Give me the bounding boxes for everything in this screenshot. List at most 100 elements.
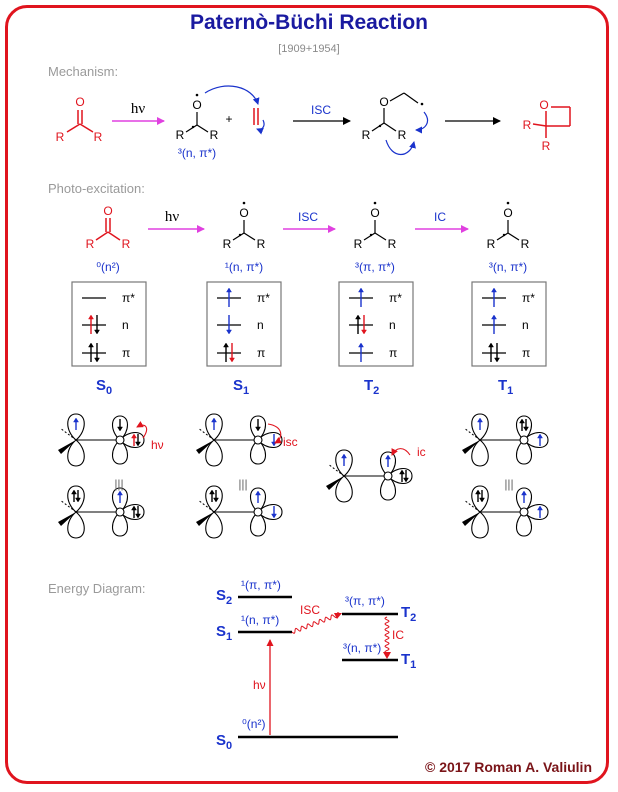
mo-boxes: π*nππ*nππ*nππ*nπ bbox=[71, 281, 547, 367]
wedge-bond bbox=[326, 476, 344, 490]
mechanism-biradical-dot-c bbox=[420, 102, 424, 106]
energy-ic-label: IC bbox=[392, 628, 404, 642]
oxygen-atom bbox=[519, 435, 529, 445]
reaction-years: [1909+1954] bbox=[278, 43, 340, 55]
page-title: Paternò-Büchi Reaction bbox=[189, 11, 429, 34]
mechanism-ketone-r-left: R bbox=[56, 130, 65, 144]
mechanism-biradical-oxygen: O bbox=[379, 95, 388, 109]
orbital-sketch-s0-bottom bbox=[58, 485, 145, 539]
spin-down-arrow bbox=[523, 419, 529, 432]
hashed-bond bbox=[463, 499, 481, 513]
orbital-lobe bbox=[335, 475, 353, 503]
electron-up-arrow bbox=[88, 314, 94, 334]
photo-s1-oxygen: O bbox=[239, 206, 248, 220]
photo-t1-r-right: R bbox=[521, 237, 530, 251]
photo-ketone-s0 bbox=[95, 218, 121, 241]
photo-t1-dot-o bbox=[506, 201, 510, 205]
spin-down-arrow bbox=[213, 490, 219, 503]
copyright-text: © 2017 Roman A. Valiulin bbox=[425, 759, 592, 775]
mo-label-pi: π bbox=[522, 346, 530, 360]
spin-up-arrow bbox=[255, 490, 261, 503]
photo-t2-r-left: R bbox=[354, 237, 363, 251]
energy-name-t2: T2 bbox=[401, 604, 416, 624]
spin-up-arrow bbox=[399, 469, 405, 482]
photo-s1-r-left: R bbox=[223, 237, 232, 251]
equiv-sign-s1: ||| bbox=[238, 477, 247, 491]
wedge-bond bbox=[196, 512, 214, 526]
orbital-sketches bbox=[58, 413, 549, 539]
mo-label-n: n bbox=[522, 318, 529, 332]
electron-down-arrow bbox=[361, 315, 367, 335]
photo-s0-oxygen: O bbox=[103, 204, 112, 218]
spin-down-arrow bbox=[135, 434, 141, 447]
mo-label-n: n bbox=[122, 318, 129, 332]
mechanism-excited-r-left: R bbox=[176, 128, 185, 142]
mechanism-plus: + bbox=[225, 112, 232, 126]
hashed-bond bbox=[463, 427, 481, 441]
section-photo-excitation-heading: Photo-excitation: bbox=[48, 181, 145, 196]
orbital-lobe bbox=[523, 431, 549, 449]
mechanism-oxetane bbox=[532, 106, 571, 138]
mechanism-ketone-oxygen: O bbox=[75, 95, 84, 109]
mechanism-ketone-r-right: R bbox=[94, 130, 103, 144]
mechanism-ring-close-arrow-2 bbox=[415, 111, 428, 134]
state-name-t2: T2 bbox=[364, 377, 379, 397]
electron-down-arrow bbox=[226, 315, 232, 335]
electron-down-arrow bbox=[494, 343, 500, 363]
mechanism-ring-close-arrow-1 bbox=[385, 139, 416, 156]
electron-up-arrow bbox=[226, 287, 232, 307]
oxygen-atom bbox=[519, 507, 529, 517]
mechanism-alkene bbox=[253, 108, 259, 125]
mo-box-t1: π*nπ bbox=[471, 281, 547, 367]
spin-down-arrow bbox=[117, 419, 123, 432]
section-energy-diagram-heading: Energy Diagram: bbox=[48, 581, 146, 596]
spin-up-arrow bbox=[209, 489, 215, 502]
sketch-isc-curved-arrow bbox=[267, 423, 282, 444]
mechanism-radical-dot-c bbox=[191, 125, 195, 129]
photo-t2-dot-c bbox=[369, 233, 373, 237]
spin-down-arrow bbox=[255, 419, 261, 432]
page-frame bbox=[5, 5, 609, 784]
sketch-hv-label: hν bbox=[151, 438, 164, 452]
photo-ic-label: IC bbox=[434, 210, 446, 224]
hashed-bond bbox=[59, 499, 77, 513]
spin-down-arrow bbox=[135, 506, 141, 519]
state-term-t2: ³(π, π*) bbox=[355, 260, 395, 274]
energy-term-s0: ⁰(n²) bbox=[242, 717, 265, 731]
orbital-lobe bbox=[257, 503, 283, 521]
spin-up-arrow bbox=[519, 418, 525, 431]
spin-up-arrow bbox=[131, 505, 137, 518]
mo-label-pi-star: π* bbox=[389, 291, 402, 305]
state-name-s1: S1 bbox=[233, 377, 249, 397]
electron-down-arrow bbox=[229, 343, 235, 363]
photo-s1-r-right: R bbox=[257, 237, 266, 251]
mechanism-oxetane-r-bottom: R bbox=[542, 139, 551, 153]
oxygen-atom bbox=[115, 435, 125, 445]
sketch-hv-curved-arrow bbox=[136, 421, 148, 439]
energy-ic-wavy-arrow bbox=[384, 616, 390, 657]
oxygen-atom bbox=[383, 471, 393, 481]
wedge-bond bbox=[462, 440, 480, 454]
state-name-t1: T1 bbox=[498, 377, 513, 397]
energy-isc-arrowhead bbox=[334, 613, 342, 619]
electron-up-arrow bbox=[358, 287, 364, 307]
orbital-lobe bbox=[67, 511, 85, 539]
orbital-sketch-t1-top bbox=[462, 413, 549, 467]
mechanism-excited-oxygen: O bbox=[192, 98, 201, 112]
mo-label-n: n bbox=[257, 318, 264, 332]
mechanism-ketone bbox=[66, 110, 94, 133]
mechanism-radical-dot-o bbox=[195, 93, 199, 97]
photo-s1-dot-o bbox=[242, 201, 246, 205]
energy-name-t1: T1 bbox=[401, 651, 416, 671]
hashed-bond bbox=[197, 427, 215, 441]
orbital-lobe bbox=[111, 439, 129, 465]
energy-isc-label: ISC bbox=[300, 603, 320, 617]
spin-up-arrow bbox=[71, 489, 77, 502]
photo-t1-oxygen: O bbox=[503, 206, 512, 220]
electron-up-arrow bbox=[491, 314, 497, 334]
orbital-lobe bbox=[205, 439, 223, 467]
mechanism-excited-ketone bbox=[185, 112, 209, 133]
hashed-bond bbox=[59, 427, 77, 441]
mo-box-t2: π*nπ bbox=[338, 281, 414, 367]
photo-ketone-s1 bbox=[232, 220, 256, 241]
